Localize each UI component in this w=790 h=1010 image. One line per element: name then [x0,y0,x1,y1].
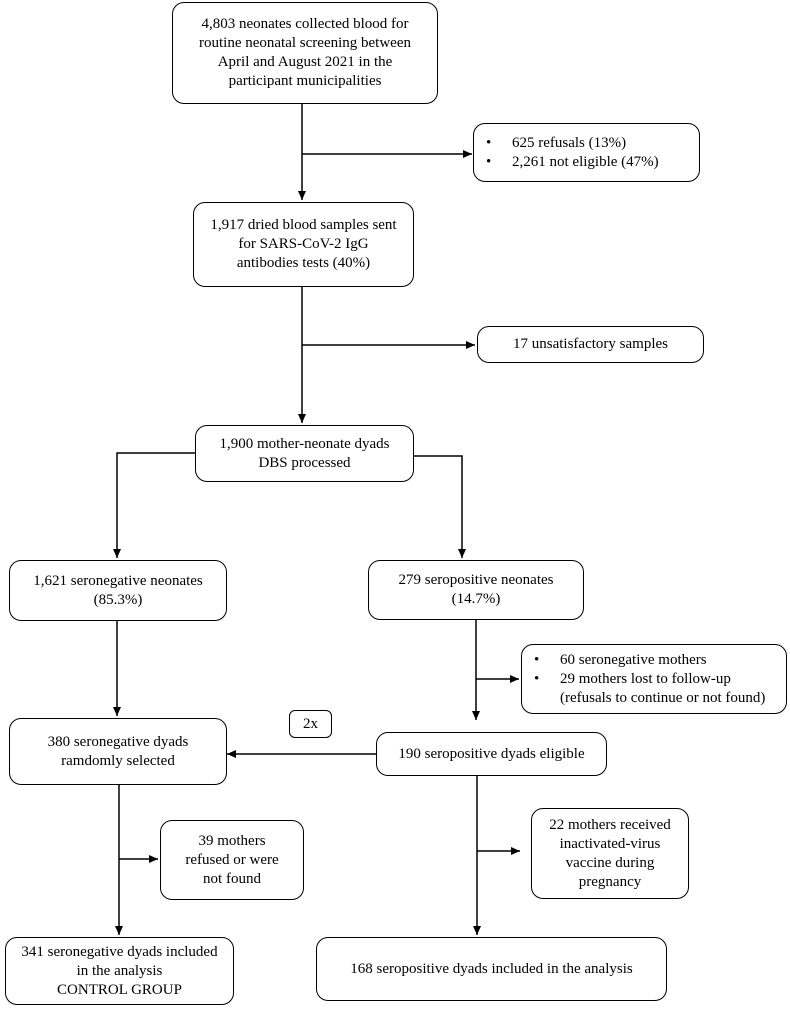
control-line-2: in the analysis [76,962,163,979]
list-item: •625 refusals (13%) [486,134,627,151]
screening-box: 4,803 neonates collected blood for routi… [172,2,438,104]
vaccine-line-2: inactivated-virus [559,835,661,852]
ratio-badge: 2x [289,710,332,738]
excluded-mothers-box: •60 seronegative mothers •29 mothers los… [521,644,787,714]
control-line-3: CONTROL GROUP [57,981,182,998]
selected-line-2: ramdomly selected [61,752,175,769]
samples-line-3: antibodies tests (40%) [236,255,371,271]
seronegative-neonates-box: 1,621 seronegative neonates (85.3%) [9,560,227,621]
screening-line-3: April and August 2021 in the [217,54,393,70]
refused-line-2: refused or were [185,851,279,868]
vaccine-line-3: vaccine during [565,854,655,871]
vaccine-line-4: pregnancy [578,873,642,890]
seropositive-line-2: (14.7%) [451,591,501,607]
samples-sent-box: 1,917 dried blood samples sent for SARS-… [193,202,414,287]
seropositive-eligible-box: 190 seropositive dyads eligible [376,732,607,776]
screening-line-2: routine neonatal screening between [199,35,411,51]
list-item: •60 seronegative mothers [534,651,707,668]
ratio-text: 2x [303,715,318,732]
seronegative-line-2: (85.3%) [93,591,143,608]
samples-line-2: for SARS-CoV-2 IgG [238,236,369,252]
dyads-line-2: DBS processed [258,454,351,471]
control-group-box: 341 seronegative dyads included in the a… [5,937,234,1005]
seropositive-included-box: 168 seropositive dyads included in the a… [316,937,667,1001]
dyads-line-1: 1,900 mother-neonate dyads [219,435,390,452]
arrow-dyads-to-seronegative [113,452,195,558]
arrow-dyads-to-seropositive [414,455,466,558]
refused-line-1: 39 mothers [198,832,266,849]
mothers-refused-box: 39 mothers refused or were not found [160,820,304,900]
included-text: 168 seropositive dyads included in the a… [350,960,633,977]
dyads-processed-box: 1,900 mother-neonate dyads DBS processed [195,425,414,482]
vaccine-excluded-box: 22 mothers received inactivated-virus va… [531,808,689,899]
seronegative-line-1: 1,621 seronegative neonates [33,572,203,589]
screening-line-1: 4,803 neonates collected blood for [201,16,409,32]
list-item: •2,261 not eligible (47%) [486,153,659,170]
refused-line-3: not found [203,870,261,887]
eligible-text: 190 seropositive dyads eligible [398,745,585,762]
unsatisfactory-text: 17 unsatisfactory samples [513,336,668,352]
list-item: •29 mothers lost to follow-up(refusals t… [534,670,766,706]
seropositive-neonates-box: 279 seropositive neonates (14.7%) [368,560,584,620]
seropositive-line-1: 279 seropositive neonates [398,572,554,588]
seronegative-selected-box: 380 seronegative dyads ramdomly selected [9,718,227,785]
excluded-refusals-box: •625 refusals (13%) •2,261 not eligible … [473,123,700,182]
samples-line-1: 1,917 dried blood samples sent [210,217,397,233]
selected-line-1: 380 seronegative dyads [47,733,189,750]
unsatisfactory-box: 17 unsatisfactory samples [477,326,704,363]
screening-line-4: participant municipalities [228,73,382,89]
control-line-1: 341 seronegative dyads included [21,943,218,960]
vaccine-line-1: 22 mothers received [549,816,671,833]
